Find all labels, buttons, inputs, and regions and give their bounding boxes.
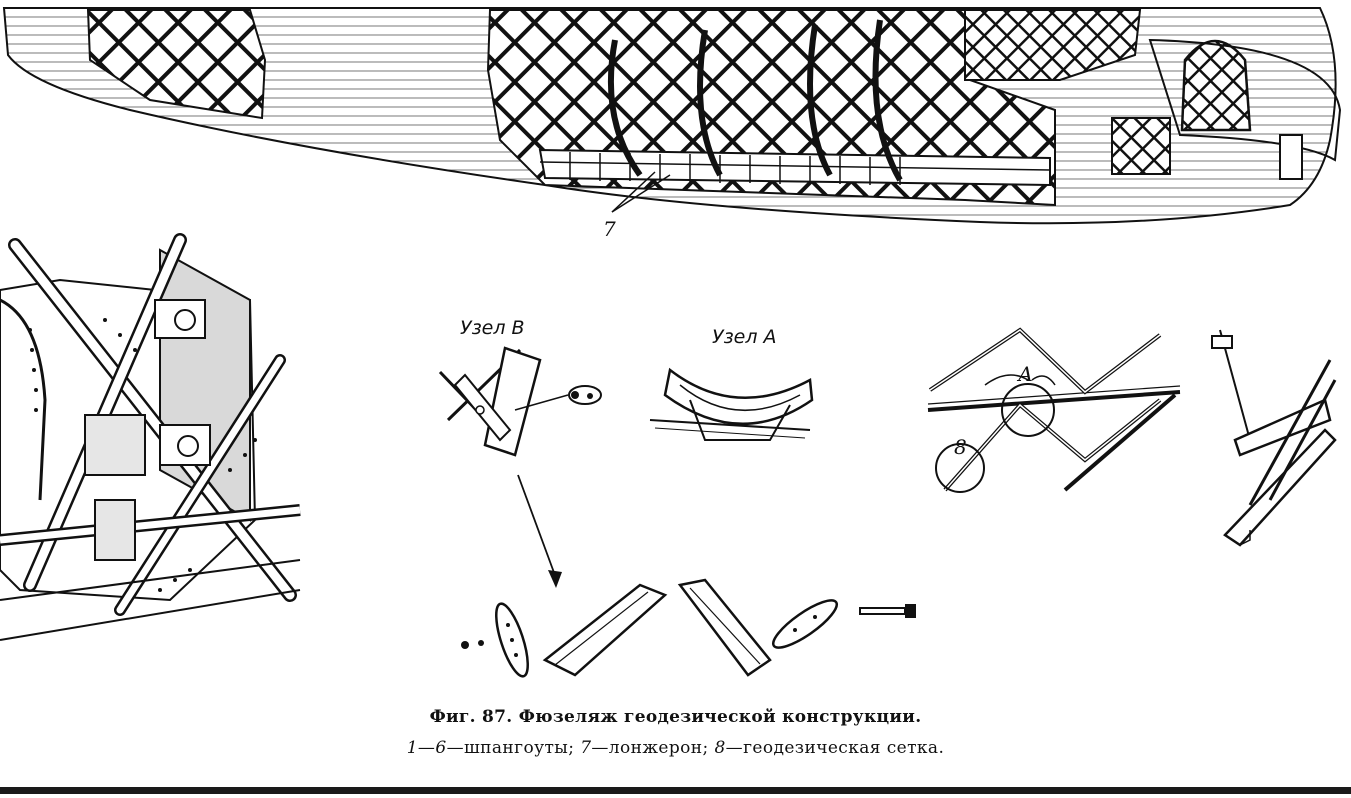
nose-frame — [1148, 38, 1342, 162]
node-a-label: Узел А — [712, 326, 777, 348]
nose-turret — [1180, 39, 1252, 132]
exploded-parts — [461, 578, 916, 678]
lattice-schematic: А 8 — [927, 327, 1181, 493]
legend-range-text: —шпангоуты; — [446, 738, 581, 758]
fuselage-drawing: 7 — [2, 7, 1342, 241]
nose-opening — [1279, 134, 1303, 180]
detail-label-a: А — [1016, 362, 1033, 386]
figure-caption-legend: 1—6—шпангоуты; 7—лонжерон; 8—геодезическ… — [0, 738, 1351, 758]
node-b-detail: Узел В — [438, 317, 602, 588]
node-a-detail: Узел А — [649, 326, 814, 441]
edge-member-detail — [1211, 329, 1337, 547]
legend-number-7: 7 — [580, 738, 592, 758]
frame-joint-detail — [0, 233, 301, 641]
lattice-window — [1111, 117, 1171, 175]
legend-range-number: 1—6 — [406, 738, 447, 758]
figure-caption-title: Фиг. 87. Фюзеляж геодезической конструкц… — [429, 707, 922, 727]
legend-text-8: —геодезическая сетка. — [725, 738, 945, 758]
lattice-panel-rear — [86, 9, 267, 120]
node-b-label: Узел В — [460, 317, 525, 339]
bottom-bar — [0, 787, 1351, 794]
legend-text-7: —лонжерон; — [591, 738, 715, 758]
callout-longeron-7: 7 — [603, 217, 616, 241]
legend-number-8: 8 — [714, 738, 726, 758]
lattice-panel-front — [964, 9, 1142, 81]
detail-label-8: 8 — [954, 435, 967, 459]
